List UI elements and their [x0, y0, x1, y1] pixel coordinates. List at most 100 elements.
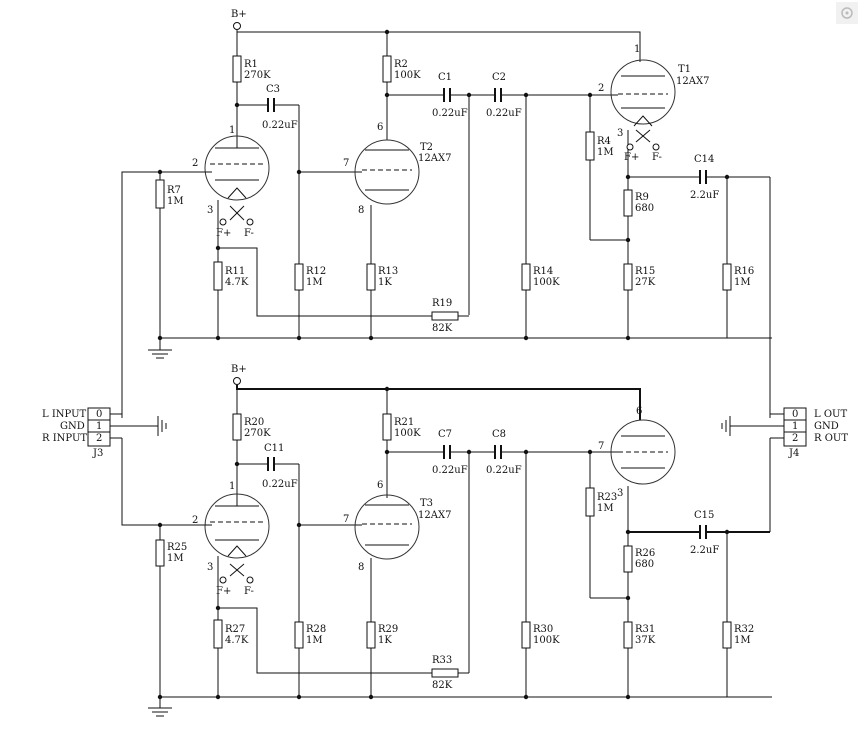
bottom-channel: B+ — [121, 364, 772, 717]
label-capacitors-c14-value: 2.2uF — [690, 190, 719, 201]
label-tubes-t1-type: 12AX7 — [676, 76, 709, 87]
label-tube_pins-p7: 7 — [598, 441, 604, 452]
tube-t3: 6 7 8 T3 12AX7 — [343, 480, 451, 573]
label-resistors-r28-ref: R28 — [306, 624, 326, 635]
label-connectors-j3-labels-1: GND — [60, 421, 85, 432]
label-capacitors-c11-ref: C11 — [264, 443, 284, 454]
label-tube_pins-p1: 1 — [229, 125, 235, 136]
tube-left-top: 1 2 3 F+ F- — [192, 125, 270, 239]
label-connectors-j3-pins-0: 0 — [96, 409, 102, 420]
label-resistors-r13-ref: R13 — [378, 266, 398, 277]
label-resistors-r11-value: 4.7K — [225, 277, 249, 288]
label-resistors-r28-value: 1M — [306, 635, 323, 646]
label-resistors-r7-ref: R7 — [167, 185, 181, 196]
label-connectors-j4-ref: J4 — [788, 448, 799, 459]
label-resistors-r11-ref: R11 — [225, 266, 245, 277]
label-resistors-r21-ref: R21 — [394, 417, 414, 428]
tube-left-bottom: 1 2 3 F+ F- — [192, 481, 270, 597]
label-capacitors-c7-value: 0.22uF — [432, 465, 468, 476]
label-connectors-j4-pins-2: 2 — [792, 433, 798, 444]
connector-j3: 0 1 2 L INPUT GND R INPUT J3 — [42, 407, 167, 459]
label-capacitors-c14-ref: C14 — [694, 154, 714, 165]
supply-terminal-top: B+ — [231, 9, 247, 30]
supply-label: B+ — [231, 364, 247, 375]
label-resistors-r32-ref: R32 — [734, 624, 754, 635]
capacitor-c15: C15 2.2uF — [690, 510, 719, 556]
label-resistors-r4-value: 1M — [597, 147, 614, 158]
resistor-r31: R31 37K — [623, 621, 656, 649]
label-resistors-r15-value: 27K — [635, 277, 656, 288]
label-tubes-t2-ref: T2 — [420, 142, 433, 153]
resistor-r30: R30 100K — [521, 621, 560, 649]
junctions-top — [157, 29, 730, 341]
capacitor-c8: C8 0.22uF — [486, 429, 522, 476]
label-capacitors-c3-ref: C3 — [266, 84, 280, 95]
label-connectors-j4-labels-0: L OUT — [814, 409, 847, 420]
resistor-r14: R14 100K — [521, 263, 560, 291]
label-resistors-r29-ref: R29 — [378, 624, 398, 635]
label-connectors-j4-pins-1: 1 — [792, 421, 798, 432]
label-resistors-r31-ref: R31 — [635, 624, 655, 635]
label-tube_pins-p7: 7 — [343, 514, 349, 525]
label-tube_pins-p6: 6 — [377, 122, 383, 133]
resistor-r16: R16 1M — [722, 263, 754, 291]
label-resistors-r14-ref: R14 — [533, 266, 553, 277]
label-capacitors-c1-ref: C1 — [438, 72, 452, 83]
label-connectors-j3-labels-2: R INPUT — [42, 433, 87, 444]
label-tube_pins-p3: 3 — [207, 205, 213, 216]
label-filament-pos: F+ — [216, 228, 231, 239]
supply-terminal-bottom: B+ — [231, 364, 247, 385]
ground-icon — [148, 349, 172, 359]
resistor-r33: R33 82K — [431, 655, 459, 691]
resistor-r4: R4 1M — [585, 131, 614, 161]
resistor-r21: R21 100K — [382, 413, 421, 441]
resistor-r26: R26 680 — [623, 545, 655, 573]
label-resistors-r21-value: 100K — [394, 428, 421, 439]
label-tube_pins-p3: 3 — [617, 488, 623, 499]
label-resistors-r15-ref: R15 — [635, 266, 655, 277]
label-resistors-r13-value: 1K — [378, 277, 392, 288]
label-resistors-r33-value: 82K — [432, 680, 453, 691]
label-resistors-r20-value: 270K — [244, 428, 271, 439]
label-connectors-j4-labels-2: R OUT — [814, 433, 848, 444]
label-resistors-r27-ref: R27 — [225, 624, 245, 635]
label-connectors-j3-ref: J3 — [92, 448, 103, 459]
top-channel: B+ — [121, 9, 772, 418]
supply-label: B+ — [231, 9, 247, 20]
resistor-r29: R29 1K — [366, 621, 398, 649]
resistor-r7: R7 1M — [155, 179, 184, 209]
label-tube_pins-p3: 3 — [617, 128, 623, 139]
label-resistors-r25-ref: R25 — [167, 542, 187, 553]
label-filament-pos: F+ — [624, 152, 639, 163]
label-resistors-r23-ref: R23 — [597, 492, 617, 503]
resistor-r9: R9 680 — [623, 189, 654, 217]
ground-icon — [721, 416, 736, 436]
label-resistors-r29-value: 1K — [378, 635, 392, 646]
label-resistors-r26-value: 680 — [635, 559, 654, 570]
connector-j4: 0 1 2 L OUT GND R OUT J4 — [721, 407, 848, 459]
label-filament-neg: F- — [244, 586, 254, 597]
label-resistors-r32-value: 1M — [734, 635, 751, 646]
label-tube_pins-p1: 1 — [229, 481, 235, 492]
label-resistors-r16-ref: R16 — [734, 266, 754, 277]
resistor-r19: R19 82K — [431, 298, 459, 334]
resistor-r25: R25 1M — [155, 539, 187, 567]
capacitor-c3: C3 0.22uF — [262, 84, 298, 131]
label-capacitors-c15-ref: C15 — [694, 510, 714, 521]
label-resistors-r31-value: 37K — [635, 635, 656, 646]
label-resistors-r26-ref: R26 — [635, 548, 655, 559]
label-resistors-r30-value: 100K — [533, 635, 560, 646]
label-tubes-t3-ref: T3 — [420, 498, 433, 509]
label-capacitors-c8-value: 0.22uF — [486, 465, 522, 476]
label-tube_pins-p7: 7 — [343, 158, 349, 169]
label-tubes-t2-type: 12AX7 — [418, 153, 451, 164]
label-tube_pins-p2: 2 — [192, 158, 198, 169]
label-resistors-r7-value: 1M — [167, 196, 184, 207]
resistor-r15: R15 27K — [623, 263, 656, 291]
label-resistors-r16-value: 1M — [734, 277, 751, 288]
ground-icon — [148, 707, 172, 717]
label-resistors-r2-value: 100K — [394, 70, 421, 81]
corner-badge-icon[interactable] — [836, 2, 858, 24]
resistor-r28: R28 1M — [294, 621, 326, 649]
label-resistors-r12-ref: R12 — [306, 266, 326, 277]
